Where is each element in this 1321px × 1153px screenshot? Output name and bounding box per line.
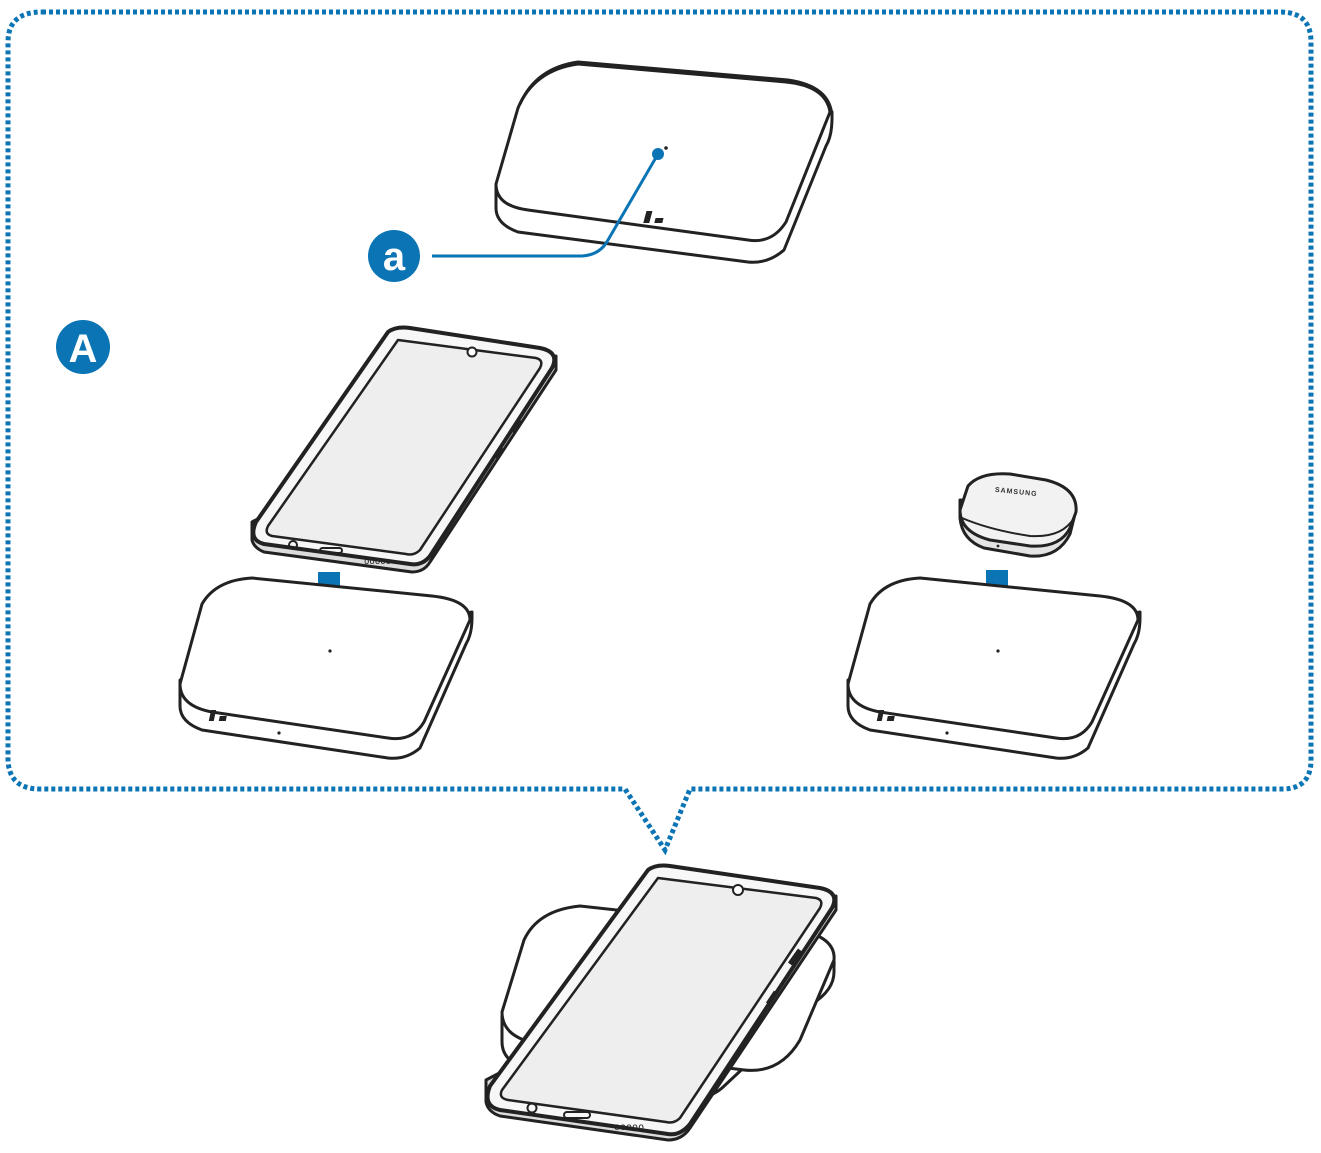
earbuds-case: SAMSUNG bbox=[958, 472, 1078, 558]
charger-logo-icon bbox=[208, 710, 227, 721]
charger-pad-left bbox=[178, 576, 474, 760]
letter-badge-icon bbox=[368, 230, 420, 282]
led-pointer-line bbox=[432, 153, 660, 258]
group-callout-label: A bbox=[69, 327, 98, 371]
phone-charging: ooooo bbox=[484, 863, 838, 1142]
led-indicator-dot bbox=[652, 148, 664, 160]
headphone-jack-icon bbox=[288, 540, 298, 550]
led-callout-badge: a bbox=[368, 230, 420, 282]
charger-pad-right bbox=[846, 576, 1142, 760]
headphone-jack-icon bbox=[526, 1102, 538, 1114]
front-camera-icon bbox=[466, 346, 478, 358]
letter-badge-icon bbox=[56, 320, 110, 374]
front-camera-icon bbox=[732, 884, 744, 896]
speaker-grille-icon: ooooo bbox=[364, 557, 391, 567]
charger-logo-icon bbox=[876, 710, 895, 721]
phone-placing: ooooo bbox=[250, 325, 558, 574]
usb-port-icon bbox=[563, 1111, 591, 1119]
charger-pad-detail bbox=[494, 60, 834, 264]
led-callout-label: a bbox=[383, 235, 406, 279]
speaker-grille-icon: ooooo bbox=[614, 1122, 644, 1133]
earbuds-brand-label: SAMSUNG bbox=[995, 487, 1038, 498]
dotted-callout-frame bbox=[5, 9, 1314, 856]
charger-logo-icon bbox=[643, 211, 664, 223]
usb-port-icon bbox=[319, 547, 343, 554]
group-callout-badge: A bbox=[56, 320, 110, 374]
